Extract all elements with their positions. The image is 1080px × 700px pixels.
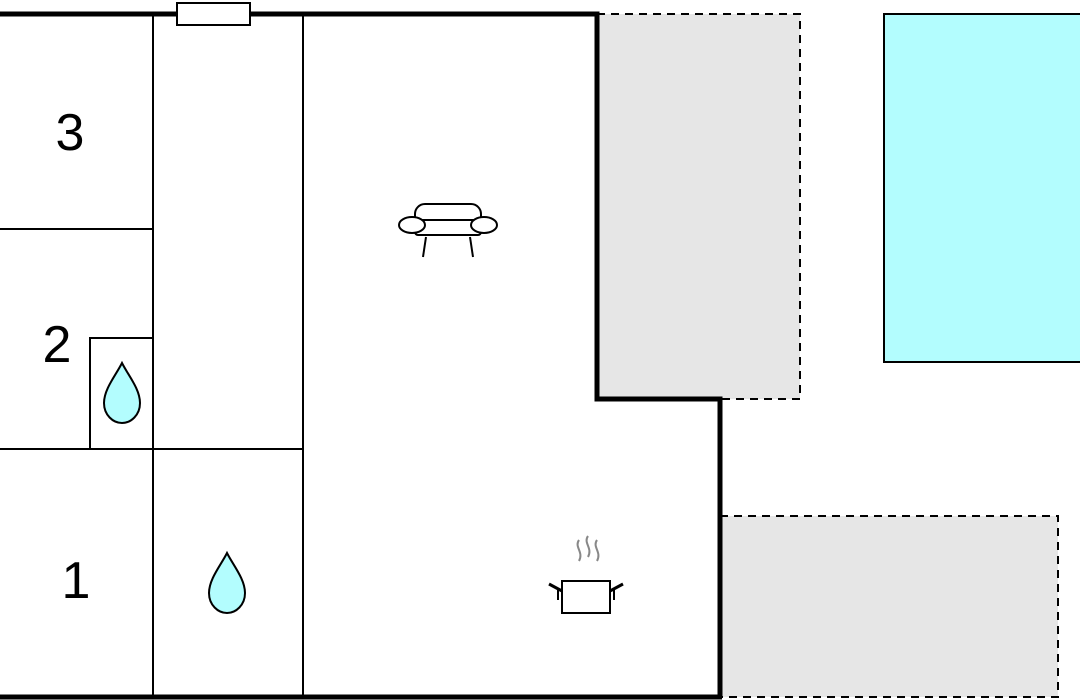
room-label-3: 3 — [56, 104, 85, 162]
cooking-pot-icon — [548, 535, 624, 614]
window — [176, 2, 251, 26]
sofa-icon — [398, 203, 498, 258]
water-drop-icon — [207, 550, 247, 615]
terrace-lower — [719, 515, 1059, 698]
exterior-wall — [0, 11, 723, 697]
pool — [883, 13, 1080, 363]
room-label-2: 2 — [43, 316, 72, 374]
room-label-1: 1 — [62, 552, 91, 610]
water-drop-icon — [102, 360, 142, 425]
living-area-floor — [303, 14, 720, 697]
terrace-upper — [596, 13, 801, 400]
